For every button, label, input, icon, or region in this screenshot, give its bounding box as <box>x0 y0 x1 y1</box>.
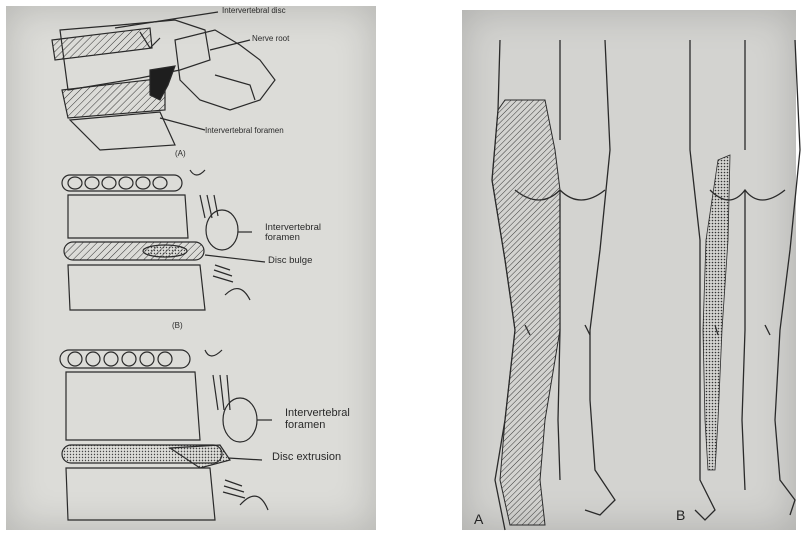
legs-b-dotted-region <box>703 155 730 470</box>
legs-a-hatched-region <box>492 100 560 525</box>
legs-panel-a-label: A <box>474 512 483 527</box>
legs-panel-b-label: B <box>676 508 685 523</box>
